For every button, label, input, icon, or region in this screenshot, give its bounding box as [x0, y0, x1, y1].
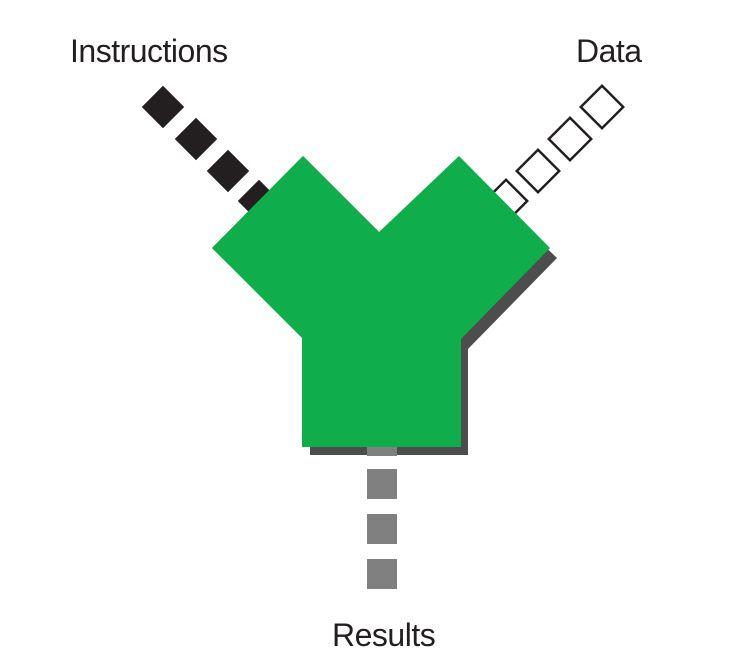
instruction-block	[206, 149, 250, 193]
result-block	[367, 469, 397, 499]
data-block	[579, 84, 625, 130]
processor-shape	[212, 156, 550, 447]
result-block	[367, 514, 397, 544]
data-label: Data	[576, 33, 642, 69]
results-label: Results	[332, 617, 436, 653]
data-block	[515, 148, 561, 194]
result-block	[367, 559, 397, 589]
instructions-label: Instructions	[70, 33, 228, 69]
data-stream	[483, 84, 625, 224]
instruction-block	[141, 85, 185, 129]
results-stream	[367, 447, 397, 589]
instruction-block	[174, 117, 218, 161]
result-block	[367, 447, 397, 456]
data-block	[547, 116, 593, 162]
